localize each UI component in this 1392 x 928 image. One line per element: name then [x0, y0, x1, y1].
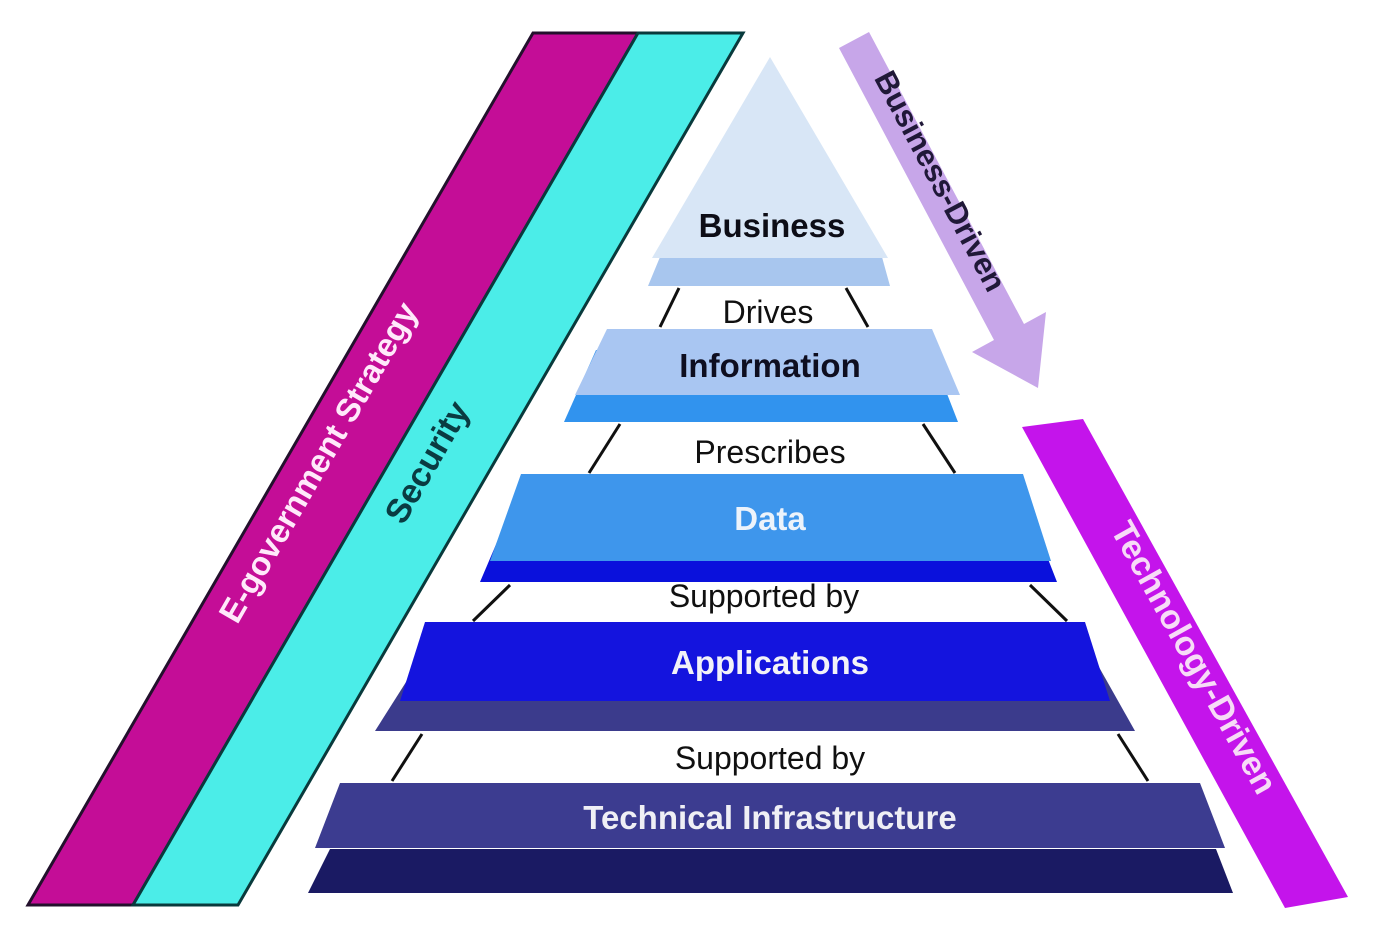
pyramid-edge-line: [844, 287, 870, 328]
business-layer-shadow: [648, 257, 890, 286]
pyramid-edge-line: [658, 287, 681, 328]
technology-driven-label: Technology-Driven: [1103, 515, 1284, 801]
connector-label-prescribes: Prescribes: [694, 434, 845, 470]
applications-layer: [400, 622, 1110, 701]
pyramid-edge-line: [587, 423, 622, 474]
layer-label-data: Data: [734, 500, 806, 537]
pyramid-edge-line: [1028, 583, 1069, 623]
connector-label-drives: Drives: [723, 294, 814, 330]
information-layer: [575, 329, 960, 395]
data-layer: [490, 474, 1051, 561]
pyramid-edge-line: [1116, 733, 1150, 782]
layer-label-technical-infrastructure: Technical Infrastructure: [583, 799, 957, 836]
layer-label-information: Information: [679, 347, 860, 384]
layer-label-applications: Applications: [671, 644, 869, 681]
connector-label-supported-by-2: Supported by: [675, 740, 865, 776]
pyramid-edge-line: [471, 583, 512, 623]
technology-driven-band: [1022, 419, 1348, 908]
business-driven-arrow: [839, 32, 1046, 388]
pyramid-edge-line: [921, 423, 957, 474]
security-band: [130, 31, 746, 907]
business-driven-label: Business-Driven: [867, 65, 1013, 297]
technical-infrastructure-layer-shadow: [308, 849, 1233, 893]
layer-label-business: Business: [699, 207, 846, 244]
connector-label-supported-by-1: Supported by: [669, 578, 859, 614]
technical-infrastructure-layer: [315, 783, 1225, 848]
pyramid-edge-line: [390, 733, 424, 782]
business-layer-triangle: [652, 57, 888, 258]
